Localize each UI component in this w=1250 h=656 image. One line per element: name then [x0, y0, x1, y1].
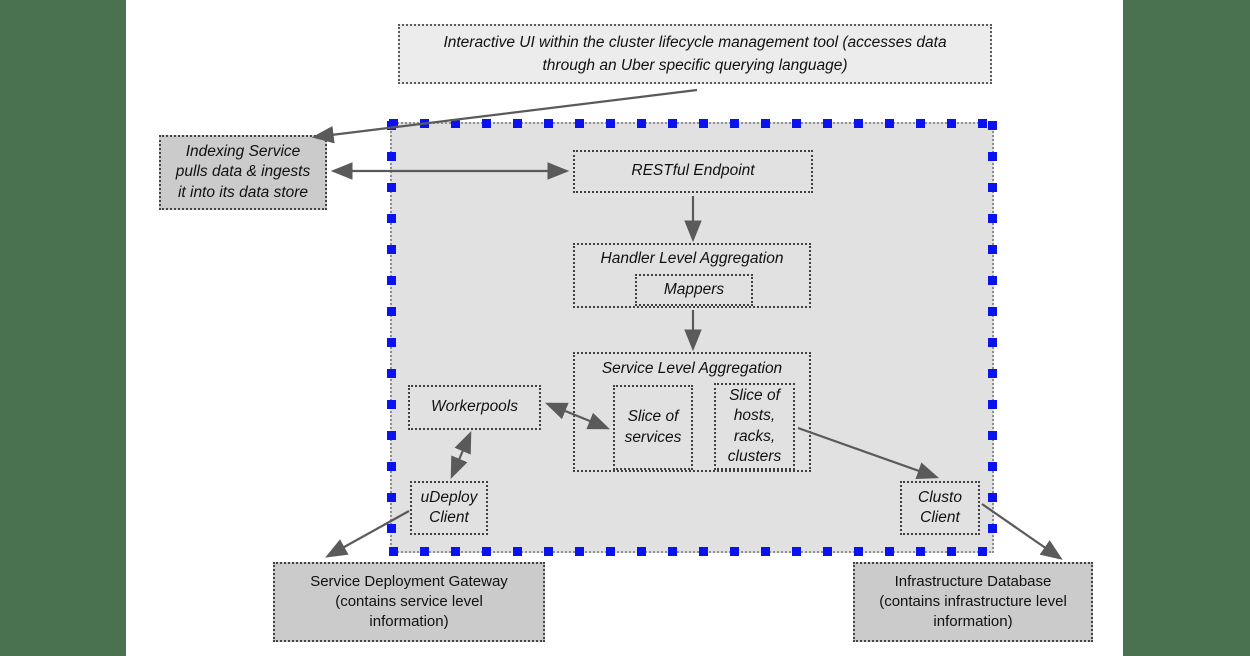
node-indexing-service: Indexing Service pulls data & ingests it… [159, 135, 327, 210]
left-green-bar [0, 0, 126, 656]
right-green-bar [1123, 0, 1250, 656]
node-handler-level-aggregation: Handler Level Aggregation [573, 243, 811, 308]
node-slice-of-hosts-racks-clusters-label: Slice of hosts, racks, clusters [727, 386, 782, 465]
node-infrastructure-database: Infrastructure Database (contains infras… [853, 562, 1093, 642]
node-restful-endpoint: RESTful Endpoint [573, 150, 813, 193]
node-service-deployment-gateway: Service Deployment Gateway (contains ser… [273, 562, 545, 642]
blue-dash-border-left [387, 121, 396, 554]
node-service-level-aggregation-label: Service Level Aggregation [601, 360, 783, 377]
node-indexing-service-label: Indexing Service pulls data & ingests it… [175, 142, 311, 201]
node-udeploy-client-label: uDeploy Client [420, 488, 478, 526]
node-restful-endpoint-label: RESTful Endpoint [631, 162, 755, 180]
node-service-deployment-gateway-label: Service Deployment Gateway (contains ser… [310, 573, 508, 630]
blue-dash-border-right [988, 121, 997, 554]
node-mappers-label: Mappers [663, 280, 725, 298]
node-udeploy-client: uDeploy Client [410, 481, 488, 535]
node-clusto-client: Clusto Client [900, 481, 980, 535]
node-slice-of-hosts-racks-clusters: Slice of hosts, racks, clusters [714, 383, 795, 470]
node-mappers: Mappers [635, 274, 753, 306]
node-workerpools-label: Workerpools [431, 398, 518, 416]
node-slice-of-services-label: Slice of services [624, 408, 682, 446]
blue-dash-border-top [389, 119, 995, 128]
node-handler-level-aggregation-label: Handler Level Aggregation [600, 250, 784, 267]
node-workerpools: Workerpools [408, 385, 541, 430]
node-infrastructure-database-label: Infrastructure Database (contains infras… [879, 573, 1067, 630]
node-clusto-client-label: Clusto Client [918, 488, 962, 526]
node-slice-of-services: Slice of services [613, 385, 693, 470]
node-interactive-ui: Interactive UI within the cluster lifecy… [398, 24, 992, 84]
blue-dash-border-bottom [389, 547, 995, 556]
node-interactive-ui-label: Interactive UI within the cluster lifecy… [443, 33, 947, 74]
